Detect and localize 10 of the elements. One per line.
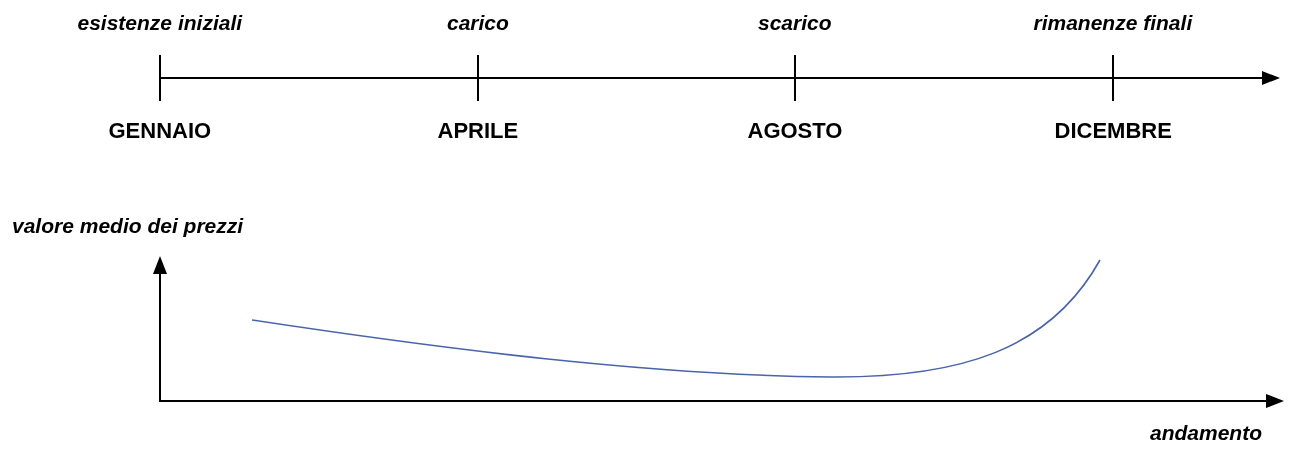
- month-label: APRILE: [437, 120, 519, 142]
- month-label: AGOSTO: [747, 120, 843, 142]
- event-label: scarico: [758, 12, 832, 33]
- axis-title: andamento: [1150, 422, 1262, 443]
- event-label: esistenze iniziali: [77, 12, 243, 33]
- month-label: GENNAIO: [108, 120, 212, 142]
- event-label: carico: [447, 12, 509, 33]
- month-label: DICEMBRE: [1054, 120, 1172, 142]
- event-label: rimanenze finali: [1033, 12, 1193, 33]
- axis-title: valore medio dei prezzi: [12, 215, 244, 236]
